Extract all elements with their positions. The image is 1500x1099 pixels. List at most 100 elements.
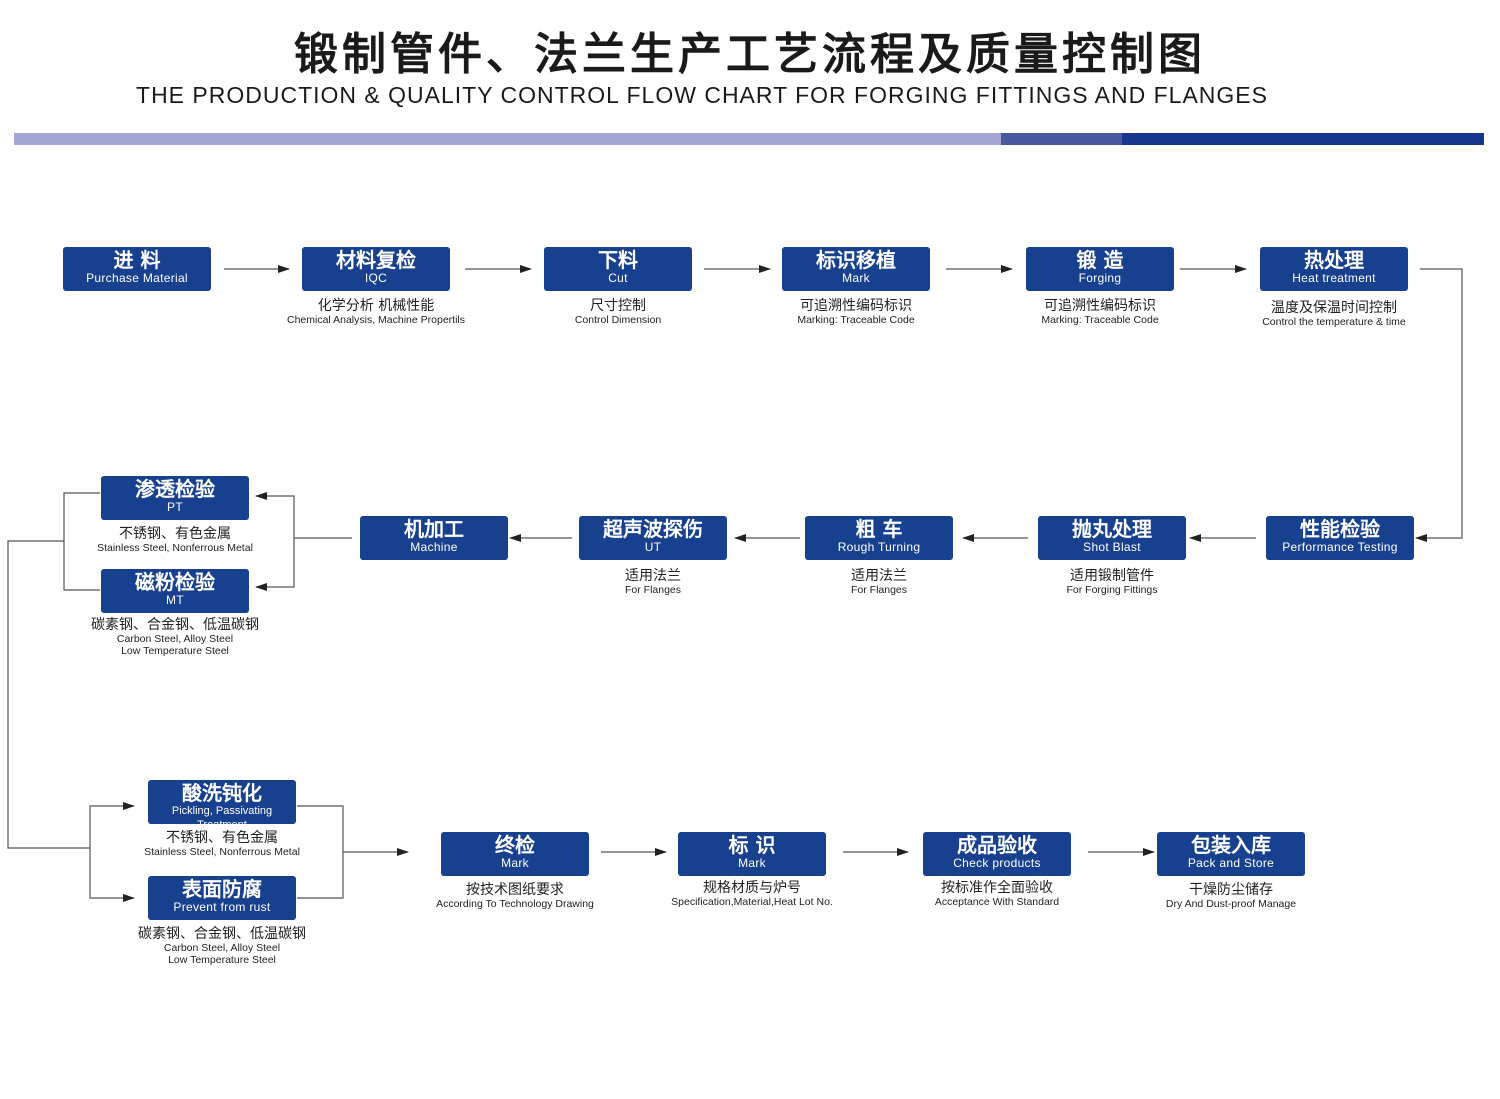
step-label-cn: 渗透检验 — [135, 477, 215, 501]
step-iqc: 材料复检 IQC — [302, 247, 450, 291]
step-label-cn: 材料复检 — [336, 248, 416, 272]
arrow-to-mt — [255, 538, 295, 591]
note-en: Specification,Material,Heat Lot No. — [671, 896, 833, 908]
note-en-line2: Low Temperature Steel — [168, 954, 276, 966]
note-pack-store: 干燥防尘储存 Dry And Dust-proof Manage — [1101, 882, 1361, 910]
note-en: Control the temperature & time — [1262, 316, 1406, 328]
note-final-inspection: 按技术图纸要求 According To Technology Drawing — [385, 882, 645, 910]
arrow-to-pickling — [89, 802, 135, 848]
step-label-cn: 性能检验 — [1300, 517, 1380, 541]
step-label-cn: 机加工 — [404, 517, 464, 541]
note-mark-transfer: 可追溯性编码标识 Marking: Traceable Code — [726, 298, 986, 326]
step-mt: 磁粉检验 MT — [101, 569, 249, 613]
step-heat-treatment: 热处理 Heat treatment — [1260, 247, 1408, 291]
note-cn: 可追溯性编码标识 — [800, 298, 912, 314]
step-cut: 下料 Cut — [544, 247, 692, 291]
step-mark: 标 识 Mark — [678, 832, 826, 876]
step-label-cn: 包装入库 — [1191, 833, 1271, 857]
step-label-en: PT — [167, 500, 183, 514]
step-label-cn: 进 料 — [113, 248, 161, 272]
note-rough-turning: 适用法兰 For Flanges — [749, 568, 1009, 596]
step-label-en: Heat treatment — [1292, 271, 1376, 285]
note-en: Carbon Steel, Alloy Steel — [163, 942, 281, 954]
note-check-products: 按标准作全面验收 Acceptance With Standard — [867, 880, 1127, 908]
step-label-en: UT — [644, 540, 662, 554]
step-pt: 渗透检验 PT — [101, 476, 249, 520]
step-label-en: Check products — [953, 856, 1041, 870]
note-en: According To Technology Drawing — [436, 898, 594, 910]
note-cn: 碳素钢、合金钢、低温碳钢 — [138, 926, 306, 942]
note-en: For Flanges — [850, 584, 908, 596]
page-title: 锻制管件、法兰生产工艺流程及质量控制图 — [294, 29, 1206, 80]
step-label-en: MT — [166, 593, 184, 607]
note-en: Control Dimension — [574, 314, 662, 326]
note-en: Dry And Dust-proof Manage — [1165, 898, 1297, 910]
step-pickling: 酸洗钝化 Pickling, Passivating Treatment — [148, 780, 296, 831]
note-cn: 尺寸控制 — [590, 298, 646, 314]
note-pt: 不锈钢、有色金属 Stainless Steel, Nonferrous Met… — [45, 526, 305, 554]
step-label-cn: 标 识 — [728, 833, 776, 857]
step-ut: 超声波探伤 UT — [579, 516, 727, 560]
note-ut: 适用法兰 For Flanges — [523, 568, 783, 596]
note-heat-treatment: 温度及保温时间控制 Control the temperature & time — [1204, 300, 1464, 328]
step-machine: 机加工 Machine — [360, 516, 508, 560]
note-cn: 适用法兰 — [851, 568, 907, 584]
page-subtitle: THE PRODUCTION & QUALITY CONTROL FLOW CH… — [136, 82, 1268, 108]
step-purchase-material: 进 料 Purchase Material — [63, 247, 211, 291]
header-bar-mid — [1001, 133, 1122, 145]
step-label-en: IQC — [364, 271, 388, 285]
note-en-line2: Low Temperature Steel — [121, 645, 229, 657]
step-mark-transfer: 标识移植 Mark — [782, 247, 930, 291]
step-forging: 锻 造 Forging — [1026, 247, 1174, 291]
step-label-cn: 超声波探伤 — [603, 517, 703, 541]
step-label-cn: 磁粉检验 — [135, 570, 215, 594]
step-shot-blast: 抛丸处理 Shot Blast — [1038, 516, 1186, 560]
note-en: Marking: Traceable Code — [1041, 314, 1159, 326]
step-label-en: Rough Turning — [837, 540, 921, 554]
note-en: Acceptance With Standard — [934, 896, 1060, 908]
note-en: Carbon Steel, Alloy Steel — [116, 633, 234, 645]
note-cn: 干燥防尘储存 — [1189, 882, 1273, 898]
step-label-en: Shot Blast — [1083, 540, 1141, 554]
step-label-en: Machine — [410, 540, 458, 554]
note-cn: 不锈钢、有色金属 — [119, 526, 231, 542]
note-cn: 化学分析 机械性能 — [317, 298, 435, 314]
step-label-cn: 下料 — [598, 248, 638, 272]
step-performance-testing: 性能检验 Performance Testing — [1266, 516, 1414, 560]
step-pack-store: 包装入库 Pack and Store — [1157, 832, 1305, 876]
step-label-en: Pickling, Passivating Treatment — [171, 805, 273, 831]
note-mt: 碳素钢、合金钢、低温碳钢 Carbon Steel, Alloy Steel L… — [45, 617, 305, 657]
step-label-cn: 表面防腐 — [182, 877, 262, 901]
note-cn: 可追溯性编码标识 — [1044, 298, 1156, 314]
note-en: For Flanges — [624, 584, 682, 596]
step-label-en: Prevent from rust — [173, 900, 271, 914]
note-cn: 温度及保温时间控制 — [1271, 300, 1397, 316]
note-cn: 适用锻制管件 — [1070, 568, 1154, 584]
header-bar-dark — [1122, 133, 1484, 145]
step-label-cn: 终检 — [495, 833, 535, 857]
note-cut: 尺寸控制 Control Dimension — [488, 298, 748, 326]
note-shot-blast: 适用锻制管件 For Forging Fittings — [982, 568, 1242, 596]
note-en: Stainless Steel, Nonferrous Metal — [97, 542, 253, 554]
step-label-cn: 酸洗钝化 — [182, 781, 262, 805]
note-cn: 按技术图纸要求 — [466, 882, 564, 898]
step-label-cn: 抛丸处理 — [1072, 517, 1152, 541]
step-label-en: Performance Testing — [1282, 540, 1398, 554]
note-pickling: 不锈钢、有色金属 Stainless Steel, Nonferrous Met… — [92, 830, 352, 858]
line-merge-down — [7, 540, 90, 849]
step-label-en: Cut — [608, 271, 628, 285]
note-mark: 规格材质与炉号 Specification,Material,Heat Lot … — [622, 880, 882, 908]
step-label-en: Purchase Material — [86, 271, 188, 285]
note-iqc: 化学分析 机械性能 Chemical Analysis, Machine Pro… — [246, 298, 506, 326]
note-cn: 不锈钢、有色金属 — [166, 830, 278, 846]
step-rough-turning: 粗 车 Rough Turning — [805, 516, 953, 560]
step-label-en: Forging — [1078, 271, 1122, 285]
note-cn: 碳素钢、合金钢、低温碳钢 — [91, 617, 259, 633]
step-label-cn: 热处理 — [1304, 248, 1364, 272]
note-en: Chemical Analysis, Machine Propertils — [287, 314, 465, 326]
step-label-en: Mark — [501, 856, 529, 870]
step-label-cn: 锻 造 — [1076, 248, 1124, 272]
step-label-cn: 成品验收 — [957, 833, 1037, 857]
step-label-en: Mark — [738, 856, 766, 870]
